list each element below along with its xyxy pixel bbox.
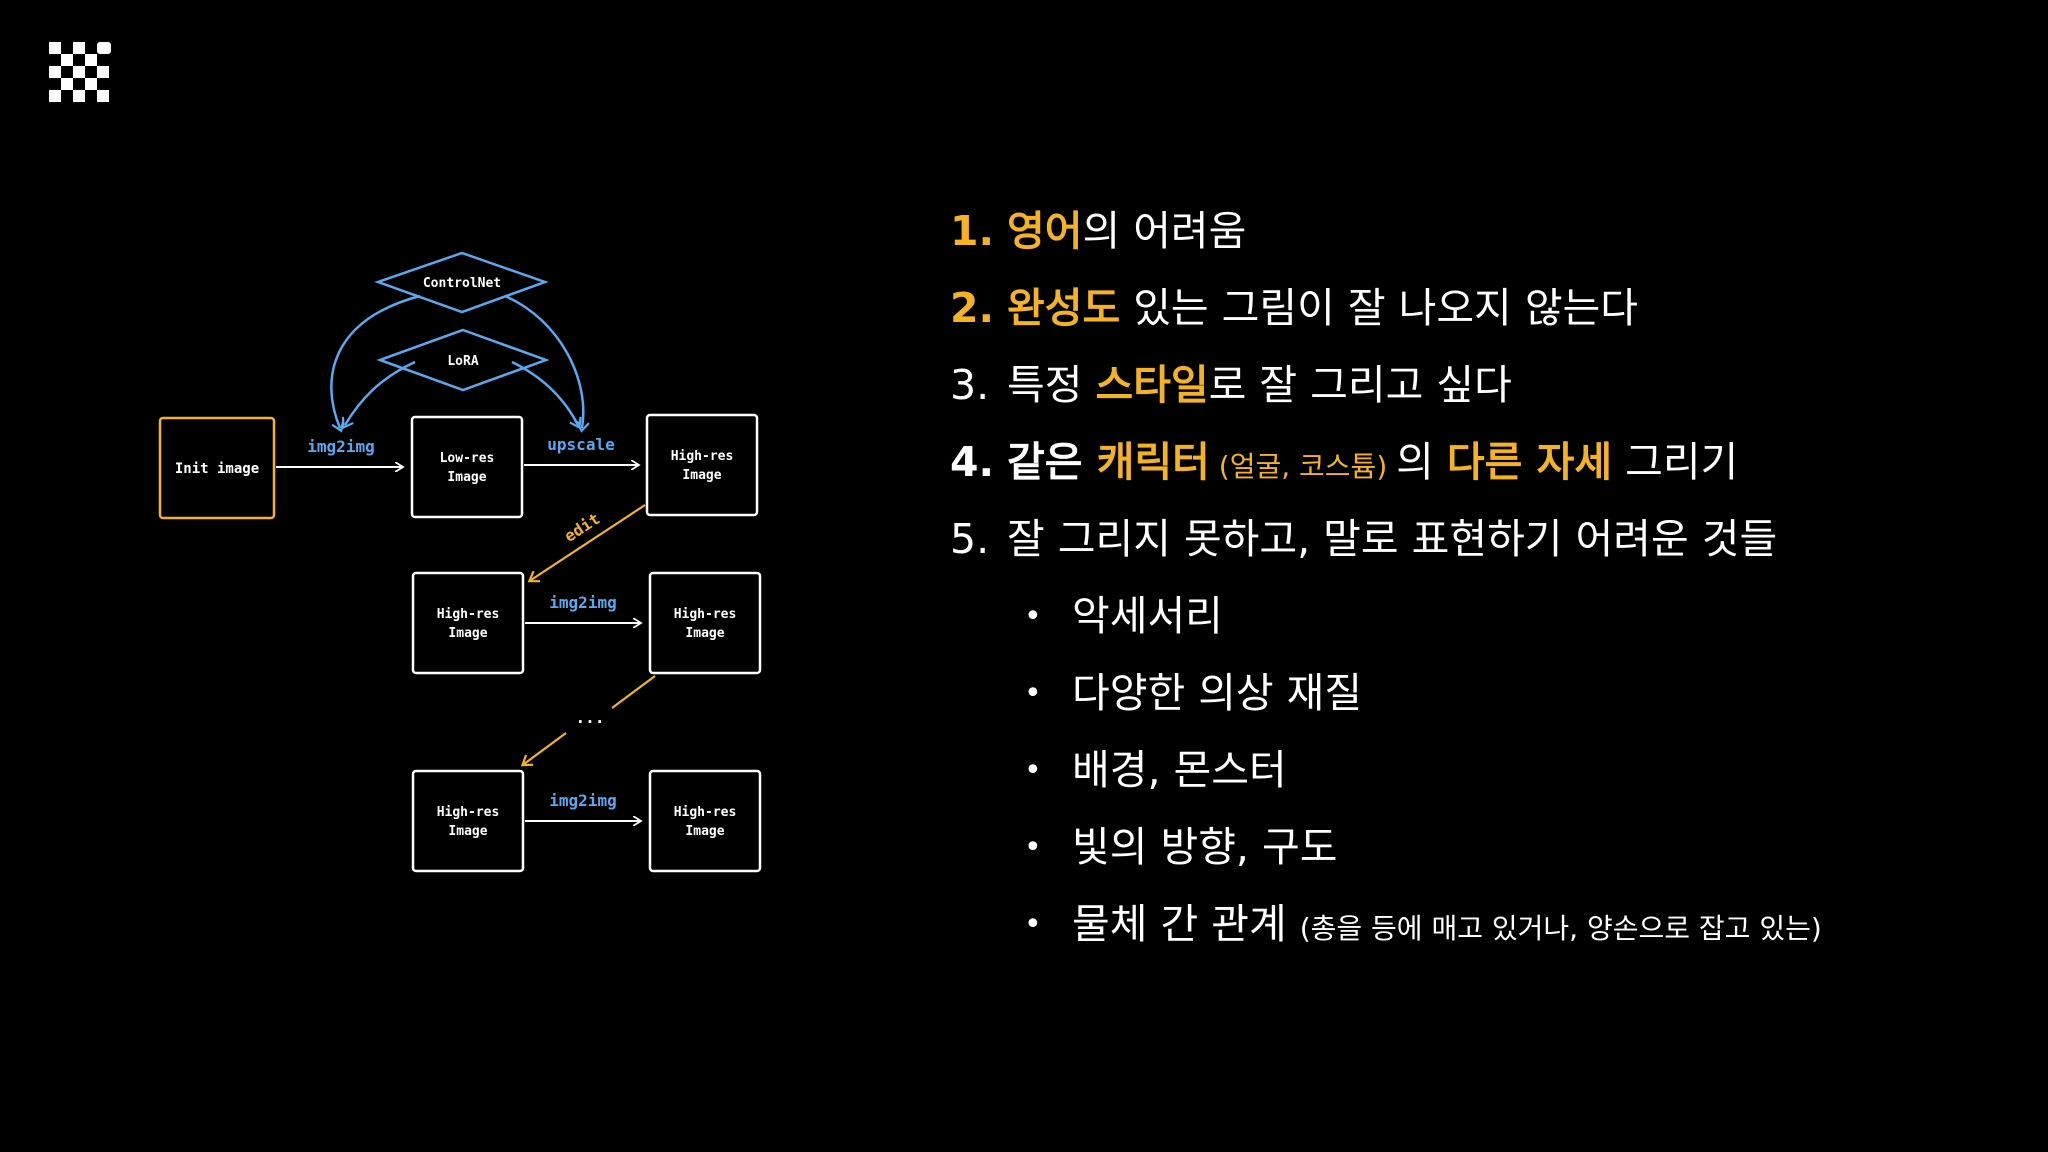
continue-line-top [611, 675, 656, 709]
list-item-2-number: 2. [950, 284, 995, 332]
list-item-4-text: 그리기 [1612, 438, 1739, 486]
high-res-image-node-3: High-res Image [648, 571, 762, 675]
high-res-label-1a: High-res [671, 449, 734, 464]
list-item-4-mid: 의 [1396, 438, 1447, 486]
list-item-4-highlight-1: 캐릭터 [1096, 438, 1210, 486]
upscale-label: upscale [547, 435, 614, 454]
high-res-image-node-1: High-res Image [645, 413, 759, 517]
ellipsis-label: ... [576, 708, 605, 727]
list-item-4-number: 4. [950, 438, 995, 486]
controlnet-node: ControlNet [374, 251, 549, 314]
list-item-3-number: 3. [950, 361, 990, 409]
bullet-item-5: • 물체 간 관계 (총을 등에 매고 있거나, 양손으로 잡고 있는) [1024, 899, 1822, 954]
bullet-dot: • [1024, 599, 1042, 634]
controlnet-arc-left [330, 294, 421, 433]
list-item-1-number: 1. [950, 207, 995, 255]
high-res-label-5b: Image [685, 824, 724, 839]
bullet-item-3: • 배경, 몬스터 [1024, 745, 1287, 796]
low-res-label-2: Image [447, 470, 486, 485]
low-res-image-node: Low-res Image [410, 415, 524, 519]
low-res-label-1: Low-res [440, 451, 495, 466]
img2img-label-1: img2img [307, 437, 374, 456]
bullet-item-5-aside: (총을 등에 매고 있거나, 양손으로 잡고 있는) [1299, 912, 1822, 945]
controlnet-arc-right [504, 294, 590, 433]
list-item-3-text: 로 잘 그리고 싶다 [1208, 361, 1512, 409]
bullet-item-2: • 다양한 의상 재질 [1024, 668, 1362, 719]
list-item-1-text: 의 어려움 [1082, 207, 1247, 255]
list-item-2-text: 있는 그림이 잘 나오지 않는다 [1120, 284, 1638, 332]
list-item-2: 2.완성도 있는 그림이 잘 나오지 않는다 [950, 283, 1638, 333]
controlnet-label: ControlNet [423, 276, 501, 291]
init-image-node: Init image [158, 416, 276, 520]
high-res-label-3a: High-res [674, 607, 737, 622]
lora-arc-right [511, 360, 582, 430]
bullet-item-4-text: 빛의 방향, 구도 [1072, 823, 1338, 871]
list-item-4-highlight-2: 다른 자세 [1446, 438, 1613, 486]
lora-node: LoRA [376, 328, 550, 392]
img2img-label-3: img2img [549, 791, 616, 810]
bullet-item-4: • 빛의 방향, 구도 [1024, 822, 1337, 873]
bullet-dot: • [1024, 907, 1042, 942]
list-item-1: 1.영어의 어려움 [950, 206, 1246, 256]
high-res-label-4b: Image [448, 824, 487, 839]
list-item-1-highlight: 영어 [1007, 207, 1083, 255]
list-item-3-highlight: 스타일 [1095, 361, 1209, 409]
edit-arrow [527, 504, 646, 583]
high-res-label-3b: Image [685, 626, 724, 641]
continue-arrow-bottom [520, 732, 567, 767]
high-res-label-2a: High-res [437, 607, 500, 622]
list-item-5-text: 잘 그리지 못하고, 말로 표현하기 어려운 것들 [1007, 515, 1778, 563]
bullet-item-3-text: 배경, 몬스터 [1072, 746, 1287, 794]
high-res-label-4a: High-res [437, 805, 500, 820]
bullet-item-1-text: 악세서리 [1072, 592, 1223, 640]
lora-label: LoRA [447, 354, 478, 369]
list-item-4-prefix: 같은 [1007, 438, 1097, 486]
lora-arc-left [341, 360, 416, 430]
bullet-dot: • [1024, 830, 1042, 865]
high-res-label-2b: Image [448, 626, 487, 641]
checker-logo-icon [49, 42, 111, 102]
high-res-image-node-4: High-res Image [411, 769, 525, 873]
high-res-label-1b: Image [682, 468, 721, 483]
bullet-item-1: • 악세서리 [1024, 591, 1223, 642]
init-image-label: Init image [175, 461, 259, 477]
bullet-dot: • [1024, 753, 1042, 788]
edit-label: edit [561, 509, 604, 546]
list-item-3-prefix: 특정 [1007, 361, 1096, 409]
bullet-item-2-text: 다양한 의상 재질 [1072, 669, 1363, 717]
high-res-image-node-2: High-res Image [411, 571, 525, 675]
bullet-item-5-text: 물체 간 관계 [1072, 900, 1300, 948]
list-item-5-number: 5. [950, 515, 990, 563]
list-item-4: 4.같은 캐릭터 (얼굴, 코스튬) 의 다른 자세 그리기 [950, 437, 1738, 492]
list-item-5: 5. 잘 그리지 못하고, 말로 표현하기 어려운 것들 [950, 514, 1777, 564]
high-res-label-5a: High-res [674, 805, 737, 820]
list-item-2-highlight: 완성도 [1007, 284, 1121, 332]
bullet-dot: • [1024, 676, 1042, 711]
list-item-4-aside: (얼굴, 코스튬) [1209, 450, 1397, 483]
img2img-label-2: img2img [549, 593, 616, 612]
high-res-image-node-5: High-res Image [648, 769, 762, 873]
list-item-3: 3. 특정 스타일로 잘 그리고 싶다 [950, 360, 1512, 410]
